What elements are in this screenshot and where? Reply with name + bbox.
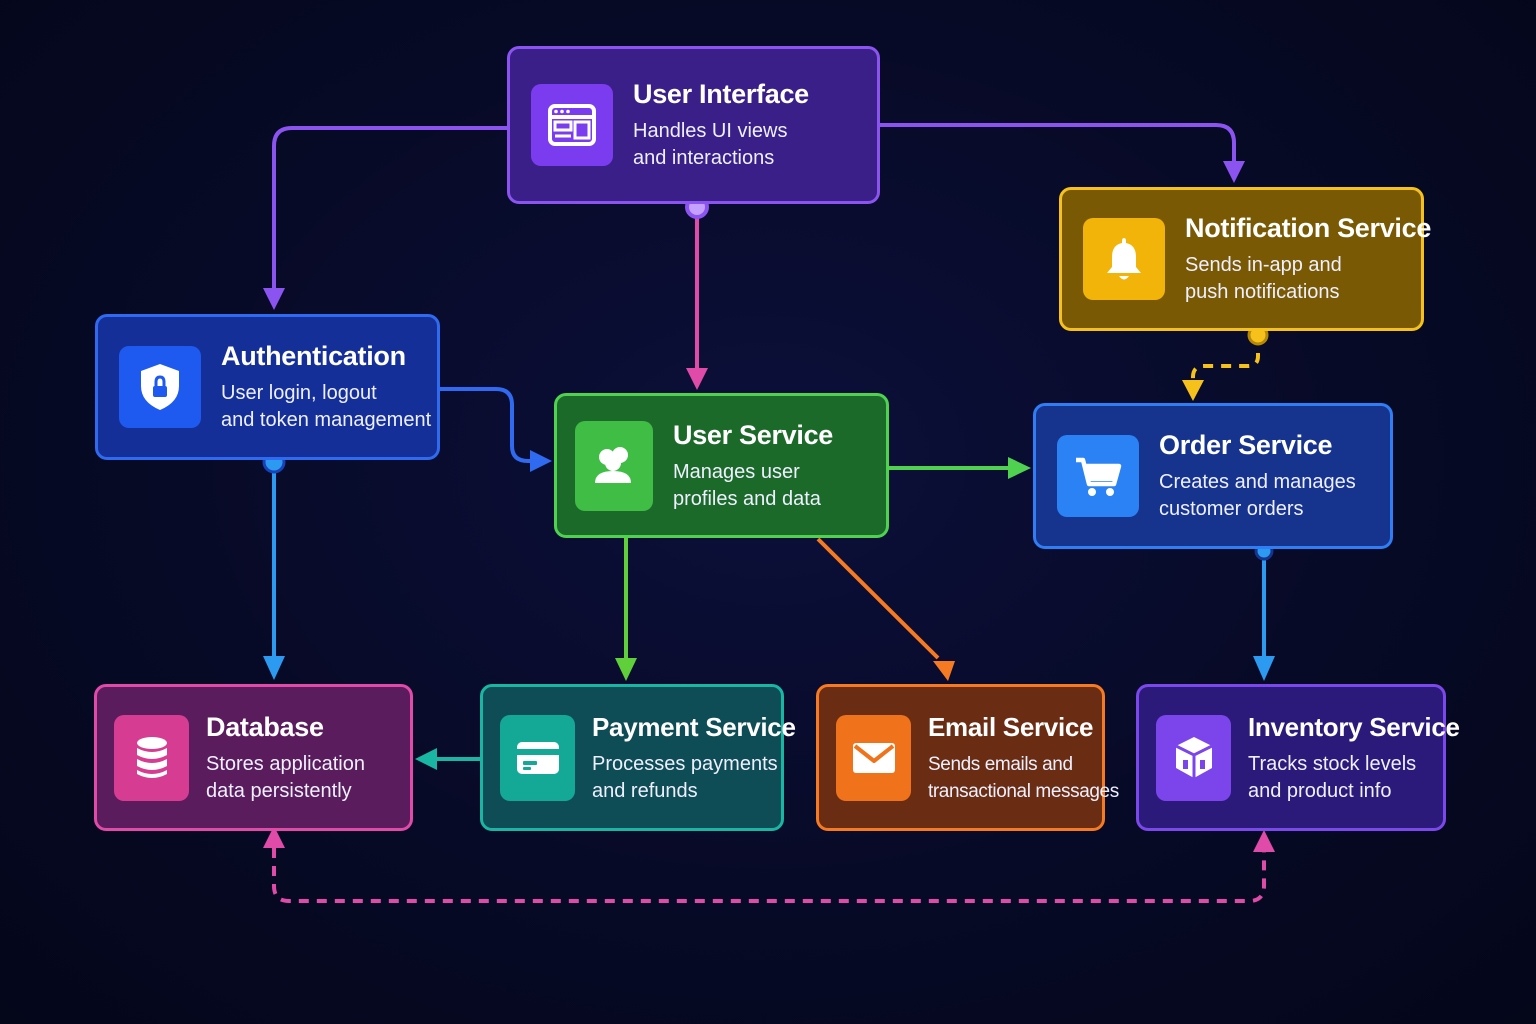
arrowhead-payment-to-db <box>415 748 437 770</box>
node-description-line: Handles UI views <box>633 120 788 142</box>
browser-window-icon <box>531 84 613 166</box>
shield-lock-icon <box>119 346 201 428</box>
node-description-line: User login, logout <box>221 382 377 404</box>
node-description-line: and interactions <box>633 147 775 169</box>
credit-card-icon <box>500 714 575 801</box>
node-description-line: and product info <box>1248 779 1392 802</box>
arrowhead-inventory-up <box>1253 830 1275 852</box>
node-description-line: data persistently <box>206 779 352 802</box>
node-title: Database <box>206 711 324 742</box>
database-icon <box>114 714 189 801</box>
node-description-line: Sends emails and <box>928 753 1073 775</box>
node-title: Order Service <box>1159 430 1333 460</box>
node-description-line: Processes payments <box>592 752 778 775</box>
arrowhead-ui-to-notify <box>1223 161 1245 183</box>
node-user-service[interactable]: User Service Manages user profiles and d… <box>554 393 889 538</box>
node-description-line: push notifications <box>1185 281 1340 303</box>
box-icon <box>1156 714 1231 801</box>
connector-ui-to-notify <box>880 123 1236 165</box>
arrowhead-ui-to-auth <box>263 288 285 310</box>
node-description-line: customer orders <box>1159 498 1304 520</box>
node-title: User Interface <box>633 79 809 109</box>
node-description-line: Manages user <box>673 460 800 483</box>
arrowhead-user-to-order <box>1008 457 1031 479</box>
node-notification-service[interactable]: Notification Service Sends in-app and pu… <box>1059 187 1431 331</box>
connector-user-to-email <box>816 537 940 660</box>
arrowhead-auth-to-db <box>263 656 285 680</box>
connector-auth-to-user <box>440 387 534 463</box>
cart-icon <box>1057 435 1139 517</box>
node-description-line: and token management <box>221 409 432 431</box>
node-title: Notification Service <box>1185 213 1432 243</box>
connector-notify-to-order <box>1191 335 1260 384</box>
node-email-service[interactable]: Email Service Sends emails and transacti… <box>816 684 1119 831</box>
node-description-line: Sends in-app and <box>1185 254 1342 276</box>
node-payment-service[interactable]: Payment Service Processes payments and r… <box>480 684 796 831</box>
node-description-line: and refunds <box>592 779 698 802</box>
arrowhead-auth-to-user <box>530 450 552 472</box>
node-title: Authentication <box>221 341 406 371</box>
node-description-line: Tracks stock levels <box>1248 752 1417 775</box>
arrowhead-db-up <box>263 826 285 848</box>
node-title: Email Service <box>928 711 1094 742</box>
node-title: User Service <box>673 419 834 450</box>
node-description-line: Stores application <box>206 752 365 775</box>
arrowhead-user-to-email <box>933 661 955 681</box>
connector-ui-to-auth <box>272 126 507 292</box>
node-description-line: profiles and data <box>673 487 821 510</box>
bell-icon <box>1083 218 1165 300</box>
node-authentication[interactable]: Authentication User login, logout and to… <box>95 314 440 460</box>
node-title: Payment Service <box>592 711 796 742</box>
node-description-line: transactional messages <box>928 780 1119 802</box>
users-icon <box>575 420 653 511</box>
node-description-line: Creates and manages <box>1159 471 1356 493</box>
envelope-icon <box>836 714 911 801</box>
arrowhead-notify-to-order <box>1182 380 1204 401</box>
node-database[interactable]: Database Stores application data persist… <box>94 684 413 831</box>
arrowhead-user-to-payment <box>615 658 637 681</box>
arrowhead-ui-to-user <box>686 368 708 390</box>
node-user-interface[interactable]: User Interface Handles UI views and inte… <box>507 46 880 204</box>
node-order-service[interactable]: Order Service Creates and manages custom… <box>1033 403 1393 549</box>
node-title: Inventory Service <box>1248 711 1460 742</box>
arrowhead-order-to-inventory <box>1253 656 1275 681</box>
node-inventory-service[interactable]: Inventory Service Tracks stock levels an… <box>1136 684 1460 831</box>
connector-db-to-inventory <box>272 848 1266 903</box>
